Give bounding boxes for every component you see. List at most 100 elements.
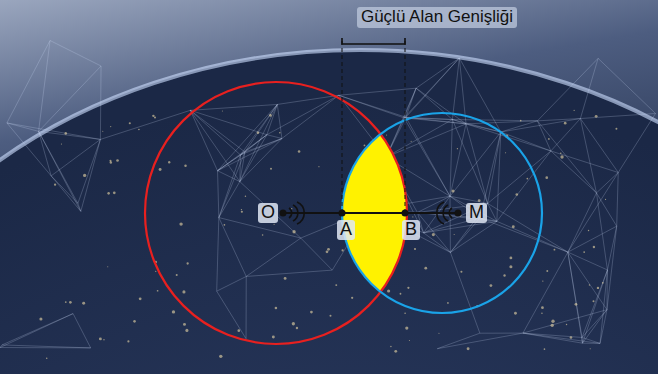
- city-light: [292, 230, 295, 233]
- network-line: [452, 58, 459, 120]
- network-line: [239, 155, 241, 182]
- city-light: [155, 271, 156, 272]
- network-line: [50, 41, 101, 66]
- city-light: [505, 152, 506, 153]
- network-line: [582, 337, 600, 343]
- city-light: [592, 300, 594, 302]
- network-line: [437, 333, 480, 349]
- city-light: [566, 324, 567, 325]
- network-line: [219, 182, 240, 218]
- city-light: [478, 199, 481, 202]
- network-line: [267, 135, 282, 139]
- center-segment: [283, 212, 458, 214]
- city-light: [154, 116, 156, 118]
- network-line: [450, 203, 487, 252]
- city-light: [414, 248, 416, 250]
- network-line: [73, 314, 91, 348]
- city-light: [133, 320, 136, 323]
- network-line: [416, 58, 459, 88]
- network-line: [598, 58, 655, 113]
- city-light: [411, 141, 412, 142]
- network-line: [7, 123, 39, 131]
- network-line: [424, 221, 497, 233]
- city-light: [438, 333, 439, 334]
- network-line: [218, 171, 240, 182]
- city-light: [275, 307, 278, 310]
- city-light: [546, 270, 548, 272]
- city-light: [139, 297, 142, 300]
- network-line: [246, 238, 301, 276]
- city-light: [551, 324, 554, 327]
- network-line: [81, 139, 101, 211]
- network-line: [437, 333, 523, 349]
- network-line: [277, 95, 338, 104]
- city-light: [262, 234, 264, 236]
- network-line: [218, 138, 282, 170]
- network-line: [452, 120, 537, 121]
- network-line: [100, 66, 102, 139]
- city-light: [184, 165, 186, 167]
- point-label: B: [402, 220, 420, 240]
- city-light: [560, 155, 563, 158]
- city-light: [400, 293, 402, 295]
- network-line: [78, 139, 101, 203]
- city-light: [551, 320, 554, 323]
- network-line: [488, 132, 501, 203]
- network-line: [190, 110, 240, 155]
- network-line: [190, 104, 277, 110]
- city-light: [326, 250, 329, 253]
- city-light: [457, 148, 458, 149]
- signal-waves: [289, 202, 452, 224]
- network-line: [218, 171, 219, 218]
- city-light: [113, 191, 116, 194]
- network-line: [39, 66, 101, 131]
- city-light: [279, 132, 281, 134]
- city-light: [351, 297, 353, 299]
- network-line: [219, 155, 241, 218]
- city-light: [503, 274, 505, 276]
- network-line: [219, 152, 245, 218]
- network-line: [240, 135, 267, 182]
- city-light: [46, 358, 47, 359]
- network-line: [190, 110, 245, 152]
- city-light: [102, 131, 103, 132]
- city-light: [387, 289, 390, 292]
- network-line: [452, 120, 500, 132]
- city-light: [605, 199, 606, 200]
- city-light: [107, 192, 110, 195]
- network-line: [450, 196, 451, 252]
- city-light: [335, 284, 337, 286]
- point-label: M: [466, 203, 487, 223]
- network-line: [607, 226, 616, 270]
- city-light: [570, 336, 573, 339]
- city-light: [116, 159, 119, 162]
- network-line: [190, 110, 267, 134]
- network-line: [537, 121, 596, 193]
- city-light: [64, 132, 67, 135]
- network-line: [568, 173, 618, 253]
- network-line: [618, 113, 655, 172]
- network-line: [452, 120, 487, 204]
- width-bracket: [342, 38, 405, 44]
- point-dot: [402, 210, 409, 217]
- city-light: [409, 340, 410, 341]
- network-line: [406, 58, 459, 117]
- city-light: [447, 302, 449, 304]
- network-line: [450, 252, 479, 333]
- city-light: [454, 234, 455, 235]
- city-light: [318, 166, 319, 167]
- network-line: [404, 118, 450, 196]
- city-light: [329, 315, 331, 317]
- network-line: [450, 221, 496, 252]
- network-line: [582, 337, 583, 343]
- network-line: [523, 333, 600, 343]
- wave-arc: [449, 208, 452, 218]
- point-label: O: [258, 203, 278, 223]
- city-light: [182, 290, 185, 293]
- city-light: [512, 225, 515, 228]
- city-light: [138, 129, 140, 131]
- city-light: [412, 216, 413, 217]
- city-light: [514, 312, 517, 315]
- network-line: [523, 252, 568, 333]
